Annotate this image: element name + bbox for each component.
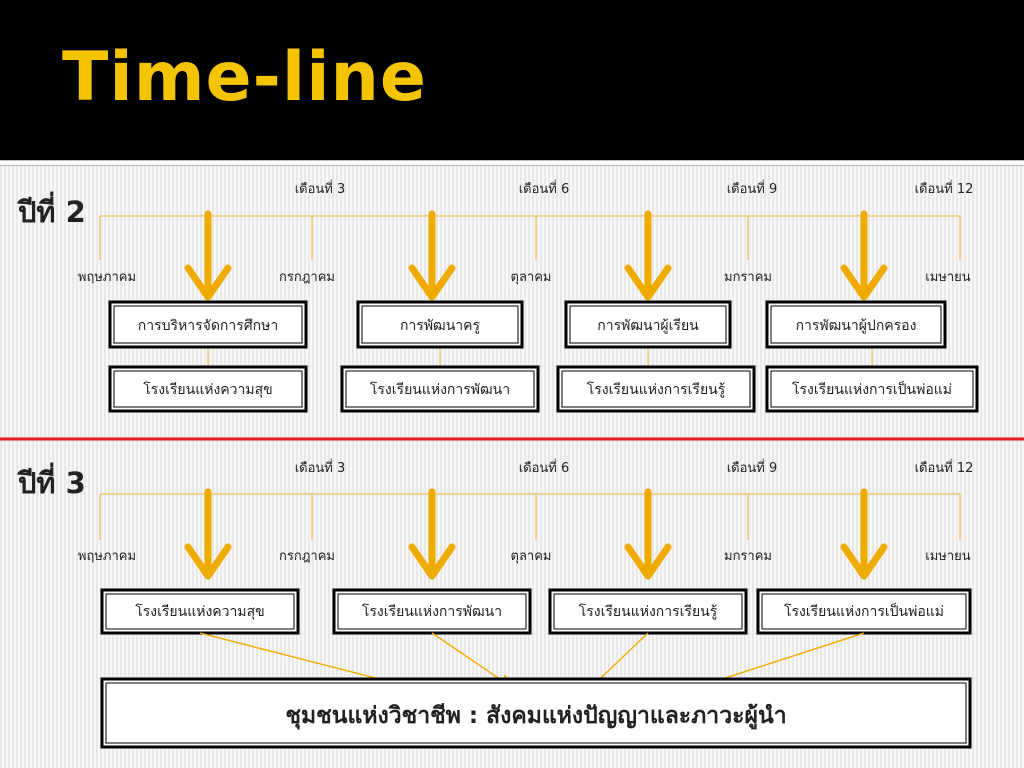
thai-month-label: มกราคม	[724, 270, 772, 285]
school-box: โรงเรียนแห่งการเรียนรู้	[548, 588, 748, 635]
year-label: ปีที่ 3	[17, 462, 86, 500]
school-box-label: โรงเรียนแห่งการเป็นพ่อแม่	[784, 602, 944, 620]
school-box-label: โรงเรียนแห่งการเรียนรู้	[579, 603, 718, 620]
school-box-label: โรงเรียนแห่งการพัฒนา	[362, 603, 502, 620]
down-arrow-icon	[840, 210, 888, 301]
school-box: โรงเรียนแห่งความสุข	[108, 365, 308, 413]
thai-month-label: ตุลาคม	[511, 549, 552, 564]
section-year-2: ปีที่ 2 เดือนที่ 3 เดือนที่ 6 เดือนที่ 9…	[17, 180, 979, 413]
down-arrow-icon	[184, 488, 232, 580]
goal-box: การพัฒนาครู	[356, 300, 524, 349]
month-label: เดือนที่ 12	[915, 459, 974, 476]
thai-month-label: เมษายน	[925, 270, 970, 285]
box-connectors	[207, 347, 873, 367]
down-arrows	[184, 210, 888, 301]
school-box: โรงเรียนแห่งความสุข	[100, 588, 300, 635]
school-box-label: โรงเรียนแห่งการพัฒนา	[370, 381, 510, 398]
month-label: เดือนที่ 12	[915, 180, 974, 197]
down-arrows	[184, 488, 888, 580]
month-label: เดือนที่ 6	[519, 459, 570, 476]
page-title: Time-line	[62, 38, 428, 117]
year-label: ปีที่ 2	[17, 191, 86, 229]
school-box-label: โรงเรียนแห่งการเป็นพ่อแม่	[792, 380, 952, 398]
bracket	[99, 493, 961, 540]
section-year-3: ปีที่ 3 เดือนที่ 3 เดือนที่ 6 เดือนที่ 9…	[17, 459, 974, 749]
school-box: โรงเรียนแห่งการเป็นพ่อแม่	[765, 365, 979, 413]
school-box: โรงเรียนแห่งการเป็นพ่อแม่	[756, 588, 972, 635]
month-label: เดือนที่ 3	[295, 180, 346, 197]
down-arrow-icon	[624, 210, 672, 301]
down-arrow-icon	[840, 488, 888, 580]
bracket	[99, 215, 961, 260]
final-box: ชุมชนแห่งวิชาชีพ : สังคมแห่งปัญญาและภาวะ…	[100, 677, 972, 749]
goal-box: การบริหารจัดการศึกษา	[108, 300, 308, 349]
title-divider	[0, 160, 1024, 166]
goal-box-label: การพัฒนาผู้ปกครอง	[796, 318, 917, 334]
thai-month-label: ตุลาคม	[511, 270, 552, 285]
school-box: โรงเรียนแห่งการพัฒนา	[340, 365, 540, 413]
goal-box-label: การพัฒนาผู้เรียน	[597, 318, 699, 334]
school-box: โรงเรียนแห่งการเรียนรู้	[556, 365, 756, 413]
thai-month-label: เมษายน	[925, 549, 970, 564]
thai-month-label: พฤษภาคม	[78, 549, 136, 564]
school-box-label: โรงเรียนแห่งการเรียนรู้	[587, 381, 726, 398]
title-bar: Time-line	[0, 0, 1024, 160]
month-label: เดือนที่ 6	[519, 180, 570, 197]
school-box-label: โรงเรียนแห่งความสุข	[135, 603, 264, 620]
school-box-label: โรงเรียนแห่งความสุข	[143, 381, 272, 398]
thai-month-label: มกราคม	[724, 549, 772, 564]
thai-month-label: กรกฎาคม	[279, 549, 335, 564]
month-label: เดือนที่ 3	[295, 459, 346, 476]
down-arrow-icon	[184, 210, 232, 301]
goal-box-label: การบริหารจัดการศึกษา	[138, 318, 278, 334]
thai-month-label: กรกฎาคม	[279, 270, 335, 285]
month-label: เดือนที่ 9	[727, 180, 778, 197]
thai-month-label: พฤษภาคม	[78, 270, 136, 285]
connector-arrow-icon	[431, 632, 510, 686]
down-arrow-icon	[624, 488, 672, 580]
down-arrow-icon	[408, 210, 456, 301]
goal-box-label: การพัฒนาครู	[400, 318, 481, 334]
goal-box: การพัฒนาผู้เรียน	[564, 300, 732, 349]
final-box-label: ชุมชนแห่งวิชาชีพ : สังคมแห่งปัญญาและภาวะ…	[285, 703, 786, 730]
school-box: โรงเรียนแห่งการพัฒนา	[332, 588, 532, 635]
down-arrow-icon	[408, 488, 456, 580]
goal-box: การพัฒนาผู้ปกครอง	[765, 300, 947, 349]
month-label: เดือนที่ 9	[727, 459, 778, 476]
